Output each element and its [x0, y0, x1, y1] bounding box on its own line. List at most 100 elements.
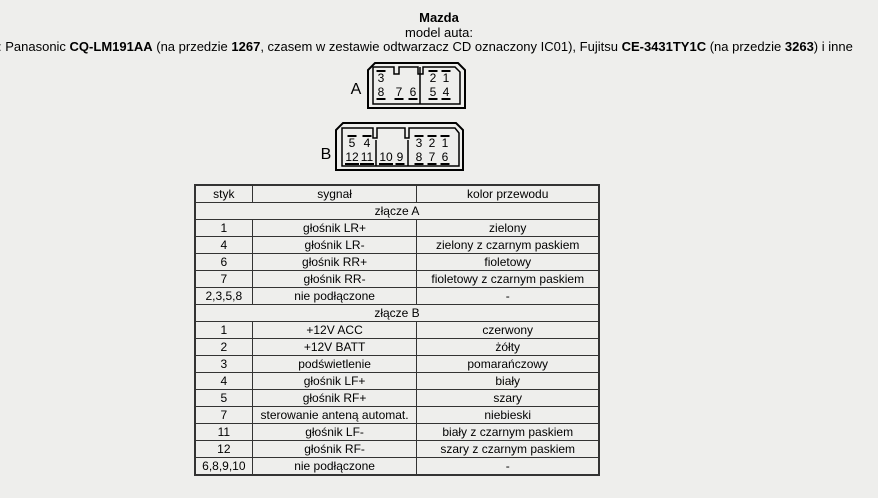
signal-cell: głośnik RF- [251, 440, 418, 458]
pin-cell: 2 [194, 338, 253, 356]
signal-cell: sterowanie anteną automat. [251, 406, 418, 424]
description-part: CE-3431TY1C [621, 39, 707, 54]
signal-cell: głośnik RF+ [251, 389, 418, 407]
section-title: złącze A [194, 202, 600, 220]
connector-b [335, 122, 464, 171]
signal-cell: głośnik LF+ [251, 372, 418, 390]
description-part: (na przedzie [152, 39, 232, 54]
page-title: Mazda [419, 10, 459, 25]
pin-cell: 7 [194, 270, 253, 288]
section-row: złącze B [194, 304, 600, 322]
pin-cell: 4 [194, 236, 253, 254]
connector-label: A [351, 81, 362, 98]
pin-cell: 3 [194, 355, 253, 373]
signal-cell: głośnik LF- [251, 423, 418, 441]
pin-cell: 7 [194, 406, 253, 424]
pin-cell: 12 [194, 440, 253, 458]
pin-number: 9 [397, 150, 404, 164]
pin-cell: 6 [194, 253, 253, 271]
pin-number: 4 [364, 136, 371, 150]
signal-cell: głośnik LR+ [251, 219, 418, 237]
signal-cell: głośnik RR+ [251, 253, 418, 271]
pin-number: 1 [442, 136, 449, 150]
connector-label: B [321, 146, 332, 163]
pin-number: 5 [430, 85, 437, 99]
pin-number: 5 [349, 136, 356, 150]
model-description: : Panasonic CQ-LM191AA (na przedzie 1267… [0, 39, 853, 54]
pin-cell: 2,3,5,8 [194, 287, 253, 305]
pin-number: 3 [378, 71, 385, 85]
description-part: : Panasonic [0, 39, 70, 54]
pin-number: 7 [429, 150, 436, 164]
pin-cell: 4 [194, 372, 253, 390]
wire-color-cell: fioletowy [416, 253, 600, 271]
pin-number: 10 [379, 150, 393, 164]
signal-cell: +12V ACC [251, 321, 418, 339]
wire-color-cell: - [416, 287, 600, 305]
description-part: 1267 [231, 39, 261, 54]
signal-cell: nie podłączone [251, 287, 418, 305]
wire-color-cell: żółty [416, 338, 600, 356]
signal-cell: głośnik RR- [251, 270, 418, 288]
model-label: model auta: [405, 25, 473, 40]
pin-number: 7 [396, 85, 403, 99]
wire-color-cell: zielony [416, 219, 600, 237]
wire-color-cell: czerwony [416, 321, 600, 339]
pin-cell: 1 [194, 321, 253, 339]
wire-color-cell: pomarańczowy [416, 355, 600, 373]
wire-color-cell: fioletowy z czarnym paskiem [416, 270, 600, 288]
wire-color-cell: szary z czarnym paskiem [416, 440, 600, 458]
pin-cell: 5 [194, 389, 253, 407]
description-part: ) i inne [813, 39, 853, 54]
wire-color-cell: niebieski [416, 406, 600, 424]
pin-cell: 1 [194, 219, 253, 237]
wire-color-cell: szary [416, 389, 600, 407]
pin-number: 1 [443, 71, 450, 85]
pin-number: 11 [361, 150, 374, 164]
signal-cell: +12V BATT [251, 338, 418, 356]
description-part: , czasem w zestawie odtwarzacz CD oznacz… [260, 39, 622, 54]
pin-number: 2 [429, 136, 436, 150]
wire-color-cell: biały z czarnym paskiem [416, 423, 600, 441]
pin-number: 4 [443, 85, 450, 99]
pin-number: 8 [416, 150, 423, 164]
pin-cell: 11 [194, 423, 253, 441]
wire-color-cell: zielony z czarnym paskiem [416, 236, 600, 254]
column-header: kolor przewodu [416, 184, 600, 203]
pin-number: 8 [378, 85, 385, 99]
description-part: (na przedzie [706, 39, 785, 54]
section-title: złącze B [194, 304, 600, 322]
description-part: 3263 [784, 39, 814, 54]
pin-number: 6 [442, 150, 449, 164]
pin-number: 3 [416, 136, 423, 150]
signal-cell: podświetlenie [251, 355, 418, 373]
signal-cell: głośnik LR- [251, 236, 418, 254]
pin-number: 6 [410, 85, 417, 99]
pin-number: 2 [430, 71, 437, 85]
column-header: styk [194, 184, 253, 203]
column-header: sygnał [251, 184, 418, 203]
wire-color-cell: - [416, 457, 600, 476]
section-row: złącze A [194, 202, 600, 220]
signal-cell: nie podłączone [251, 457, 418, 476]
pin-number: 12 [345, 150, 359, 164]
connector-a [367, 62, 466, 109]
pin-cell: 6,8,9,10 [194, 457, 253, 476]
